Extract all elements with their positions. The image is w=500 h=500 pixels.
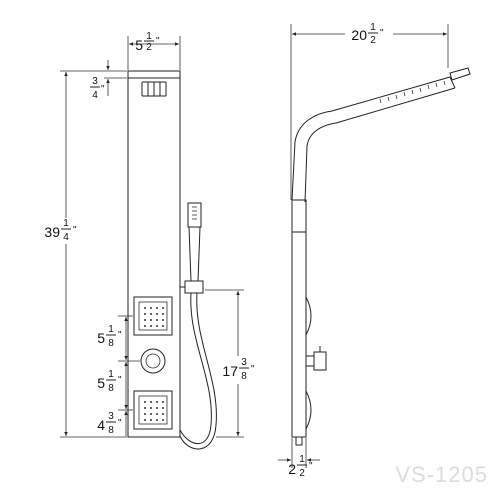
panel-body xyxy=(127,70,181,438)
side-depth-unit: " xyxy=(309,461,313,472)
side-jet-upper xyxy=(305,296,312,336)
front-width-unit: " xyxy=(156,36,160,47)
side-depth-whole: 2 xyxy=(288,461,296,477)
shower-arm xyxy=(291,76,451,201)
total-height-denominator: 4 xyxy=(63,232,69,243)
total-height-whole: 39 xyxy=(44,224,60,240)
arm-reach-whole: 20 xyxy=(351,27,367,43)
front-width-numerator: 1 xyxy=(146,31,152,42)
jet-gap-upper-unit: " xyxy=(118,330,122,341)
front-width-denominator: 2 xyxy=(146,42,152,53)
hose-height-denominator: 8 xyxy=(241,371,247,382)
arm-reach-unit: " xyxy=(380,28,384,39)
bottom-gap-whole: 4 xyxy=(97,417,105,433)
top-cap-numerator: 3 xyxy=(92,76,98,87)
lower-body-jet-icon xyxy=(133,390,173,430)
hose-height-whole: 17 xyxy=(222,363,238,379)
bottom-outlet xyxy=(295,437,303,446)
side-jet-lower xyxy=(305,390,312,430)
total-height-unit: " xyxy=(73,225,77,236)
hose-height-unit: " xyxy=(251,364,255,375)
wall-bracket xyxy=(291,199,307,233)
jet-gap-lower-denominator: 8 xyxy=(108,383,114,394)
hose-height-dimension: 17 3 8 " xyxy=(205,289,264,438)
arm-reach-numerator: 1 xyxy=(370,22,376,33)
bottom-gap-denominator: 8 xyxy=(108,425,114,436)
jet-gap-upper-whole: 5 xyxy=(97,330,105,346)
bottom-gap-numerator: 3 xyxy=(108,411,114,422)
rain-head-icon xyxy=(379,67,471,104)
arm-reach-dimension: 20 1 2 " xyxy=(290,22,449,200)
top-cap-denominator: 4 xyxy=(92,90,98,101)
front-width-whole: 5 xyxy=(135,37,143,53)
shower-hose xyxy=(179,292,212,445)
top-jet-slots-icon xyxy=(141,81,167,97)
jet-gap-lower-whole: 5 xyxy=(97,375,105,391)
bottom-gap-unit: " xyxy=(118,418,122,429)
front-width-dimension: 5 1 2 " xyxy=(127,31,181,70)
jet-spacing-dimensions: 5 1 8 " 5 1 8 " 4 3 8 " xyxy=(97,315,140,436)
top-cap-dimension: 3 4 " xyxy=(90,60,127,101)
side-knob-icon xyxy=(305,346,327,371)
side-depth-dimension: 2 1 2 " xyxy=(278,438,320,479)
side-view xyxy=(291,67,471,446)
total-height-numerator: 1 xyxy=(63,218,69,229)
model-watermark: VS-1205 xyxy=(395,462,488,487)
jet-gap-lower-numerator: 1 xyxy=(108,369,114,380)
jet-gap-upper-denominator: 8 xyxy=(108,338,114,349)
jet-gap-upper-numerator: 1 xyxy=(108,324,114,335)
hose-height-numerator: 3 xyxy=(241,357,247,368)
total-height-dimension: 39 1 4 " xyxy=(40,70,127,438)
side-depth-denominator: 2 xyxy=(299,468,305,479)
control-knob-icon xyxy=(140,348,166,374)
upper-body-jet-icon xyxy=(133,296,173,336)
side-depth-numerator: 1 xyxy=(299,454,305,465)
top-cap-unit: " xyxy=(101,84,105,95)
front-view xyxy=(127,70,217,450)
panel-side-body xyxy=(291,232,307,438)
jet-gap-lower-unit: " xyxy=(118,375,122,386)
hand-shower-icon xyxy=(180,202,204,294)
arm-reach-denominator: 2 xyxy=(370,35,376,46)
